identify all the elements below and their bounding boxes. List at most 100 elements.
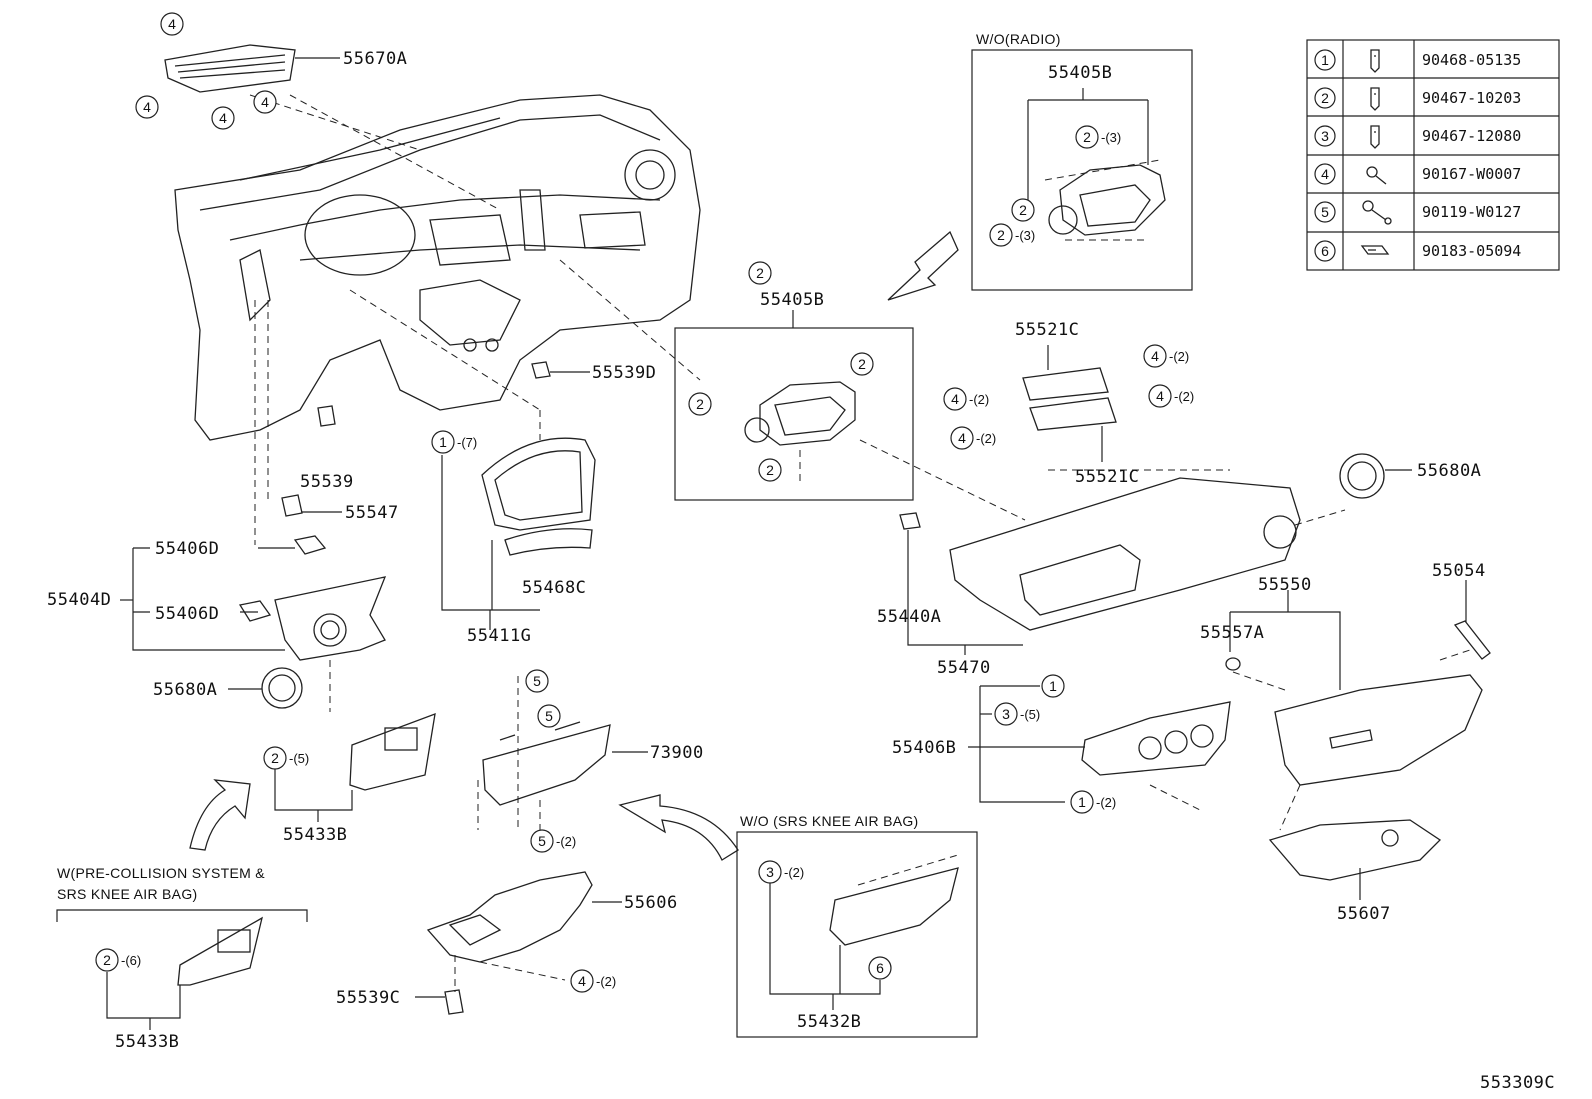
damper-55054-shape: [1453, 620, 1491, 660]
legend-row-1: 1 90468-05135: [1314, 49, 1521, 73]
callout-5: 5: [525, 669, 549, 693]
callout-circle: [1143, 344, 1167, 368]
label-55411G: 55411G: [467, 626, 531, 646]
callout-3: 3-(5): [994, 702, 1040, 726]
screw-icon: [1366, 166, 1387, 185]
callout-number: 4: [951, 391, 959, 407]
legend-part-number: 90167-W0007: [1422, 165, 1521, 183]
callout-circle: [135, 95, 159, 119]
clip-icon: [1370, 125, 1380, 149]
label-55680A-right: 55680A: [1417, 461, 1481, 481]
direction-arrow-3: [618, 794, 739, 861]
label-55680A-left: 55680A: [153, 680, 217, 700]
dash-trim-panel-55470: [899, 477, 1301, 655]
label-55406D-a: 55406D: [155, 539, 219, 559]
legend-row-6: 6 90183-05094: [1314, 240, 1521, 262]
callout-circle: [943, 387, 967, 411]
callout-circle: [1041, 674, 1065, 698]
callout-number: 2: [756, 265, 764, 281]
part-55539D-shape: [531, 361, 551, 379]
callout-2: 2-(3): [1075, 125, 1121, 149]
callout-2: 2-(3): [989, 223, 1035, 247]
clip-icon: [1370, 49, 1380, 73]
wo-srs-box: [736, 831, 978, 1038]
callout-number: 5: [538, 833, 546, 849]
callout-2: 2: [1011, 198, 1035, 222]
callout-circle: [160, 12, 184, 36]
w-pre-collision-box: [56, 909, 308, 1030]
part-55539C-shape: [444, 989, 464, 1015]
callout-circle: [211, 106, 235, 130]
part-55539-shape: [317, 405, 336, 427]
callout-4: 4-(2): [943, 387, 989, 411]
label-55406B: 55406B: [892, 738, 956, 758]
label-55404D: 55404D: [47, 590, 111, 610]
callout-quantity: -(2): [784, 865, 804, 880]
title-w-pre-line1: W(PRE-COLLISION SYSTEM &: [57, 865, 265, 881]
legend-num: 4: [1321, 166, 1329, 182]
label-55521C-a: 55521C: [1015, 320, 1079, 340]
label-55539C: 55539C: [336, 988, 400, 1008]
knee-panel-55433B: [274, 712, 436, 822]
label-55433B-a: 55433B: [283, 825, 347, 845]
callout-number: 1: [1049, 678, 1057, 694]
callout-number: 4: [1156, 388, 1164, 404]
label-55521C-b: 55521C: [1075, 467, 1139, 487]
callout-quantity: -(5): [289, 751, 309, 766]
callout-2: 2: [748, 261, 772, 285]
callout-quantity: -(2): [1169, 349, 1189, 364]
callout-1: 1-(7): [431, 430, 477, 454]
part-labels: 55670A 55539D 55539 55547 55406D 55404D …: [47, 49, 1555, 1093]
callout-number: 1: [1078, 794, 1086, 810]
label-55440A: 55440A: [877, 607, 941, 627]
callout-number: 6: [876, 960, 884, 976]
callout-number: 1: [439, 434, 447, 450]
callout-number: 2: [271, 750, 279, 766]
callout-circle: [950, 426, 974, 450]
callout-number: 4: [261, 94, 269, 110]
fastener-callouts: 44441-(7)2-(5)555-(2)4-(2)2-(6)3-(2)6222…: [95, 12, 1194, 993]
callout-circle: [758, 458, 782, 482]
callout-circle: [263, 746, 287, 770]
callout-4: 4: [135, 95, 159, 119]
label-55539: 55539: [300, 472, 354, 492]
label-55539D: 55539D: [592, 363, 656, 383]
callout-number: 2: [997, 227, 1005, 243]
bracket-box-55405B: [674, 310, 914, 501]
callout-2: 2 -(5): [263, 746, 309, 770]
glove-box-55550: [1225, 590, 1483, 786]
callout-4: 4: [160, 12, 184, 36]
lower-cover-55404D: [120, 535, 387, 661]
callout-circle: [989, 223, 1013, 247]
callout-circle: [748, 261, 772, 285]
callout-quantity: -(6): [121, 953, 141, 968]
callout-number: 4: [958, 430, 966, 446]
legend-num: 2: [1321, 90, 1329, 106]
legend-num: 1: [1321, 52, 1329, 68]
label-55547: 55547: [345, 503, 399, 523]
callout-number: 2: [1083, 129, 1091, 145]
callout-number: 2: [103, 952, 111, 968]
callout-circle: [570, 969, 594, 993]
callout-circle: [1011, 198, 1035, 222]
callout-circle: [530, 829, 554, 853]
wo-radio-box: [971, 49, 1193, 291]
label-55468C: 55468C: [522, 578, 586, 598]
legend-row-5: 5 90119-W0127: [1314, 200, 1521, 225]
callout-circle: [758, 860, 782, 884]
label-55405B-a: 55405B: [760, 290, 824, 310]
label-55670A: 55670A: [343, 49, 407, 69]
callout-circle: [537, 704, 561, 728]
callout-number: 2: [1019, 202, 1027, 218]
label-55606: 55606: [624, 893, 678, 913]
label-55405B-b: 55405B: [1048, 63, 1112, 83]
legend-part-number: 90183-05094: [1422, 242, 1521, 260]
callout-number: 2: [858, 356, 866, 372]
callout-circle: [431, 430, 455, 454]
clip-icon: [1370, 87, 1380, 111]
dashed-leaders: [249, 94, 1471, 992]
callout-1: 1-(2): [1070, 790, 1116, 814]
title-wo-srs: W/O (SRS KNEE AIR BAG): [740, 813, 919, 829]
legend-num: 3: [1321, 128, 1329, 144]
